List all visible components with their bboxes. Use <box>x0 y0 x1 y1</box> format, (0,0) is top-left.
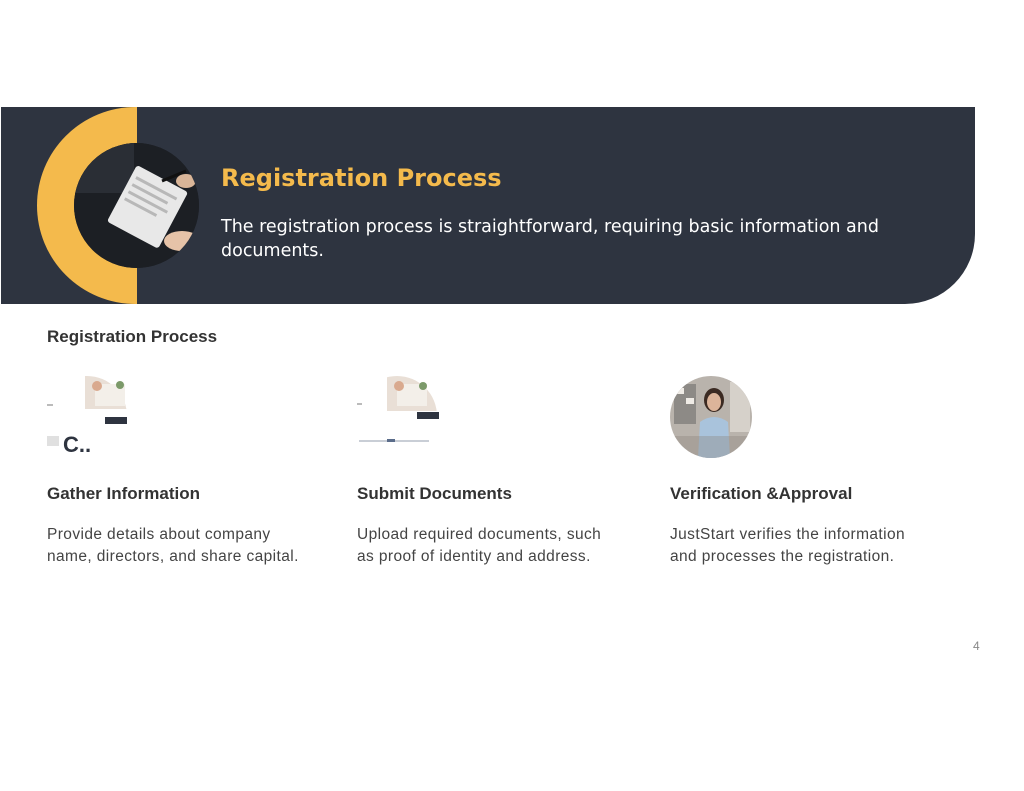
section-heading: Registration Process <box>47 327 218 346</box>
step-verification-approval: Verification &Approval JustStart verifie… <box>670 376 930 565</box>
step-submit-documents: Submit Documents Upload required documen… <box>357 376 617 565</box>
page-number: 4 <box>973 639 980 653</box>
clipboard-photo-icon <box>74 143 199 268</box>
documents-photo-icon <box>357 376 447 458</box>
banner-subtitle: The registration process is straightforw… <box>221 217 879 261</box>
step-title: Submit Documents <box>357 484 512 503</box>
svg-text:C..: C.. <box>63 432 91 457</box>
clipboard-photo-icon: C.. <box>47 376 137 458</box>
step-description: Provide details about company name, dire… <box>47 526 299 565</box>
banner-title: Registration Process <box>221 164 502 192</box>
step-gather-information: C.. Gather Information Provide details a… <box>47 376 307 565</box>
step-description: JustStart verifies the information and p… <box>670 526 905 565</box>
step-title: Gather Information <box>47 484 201 503</box>
person-photo-icon <box>670 376 760 458</box>
step-title: Verification &Approval <box>670 484 853 503</box>
step-description: Upload required documents, such as proof… <box>357 526 602 565</box>
header-banner: Registration Process The registration pr… <box>1 107 975 304</box>
